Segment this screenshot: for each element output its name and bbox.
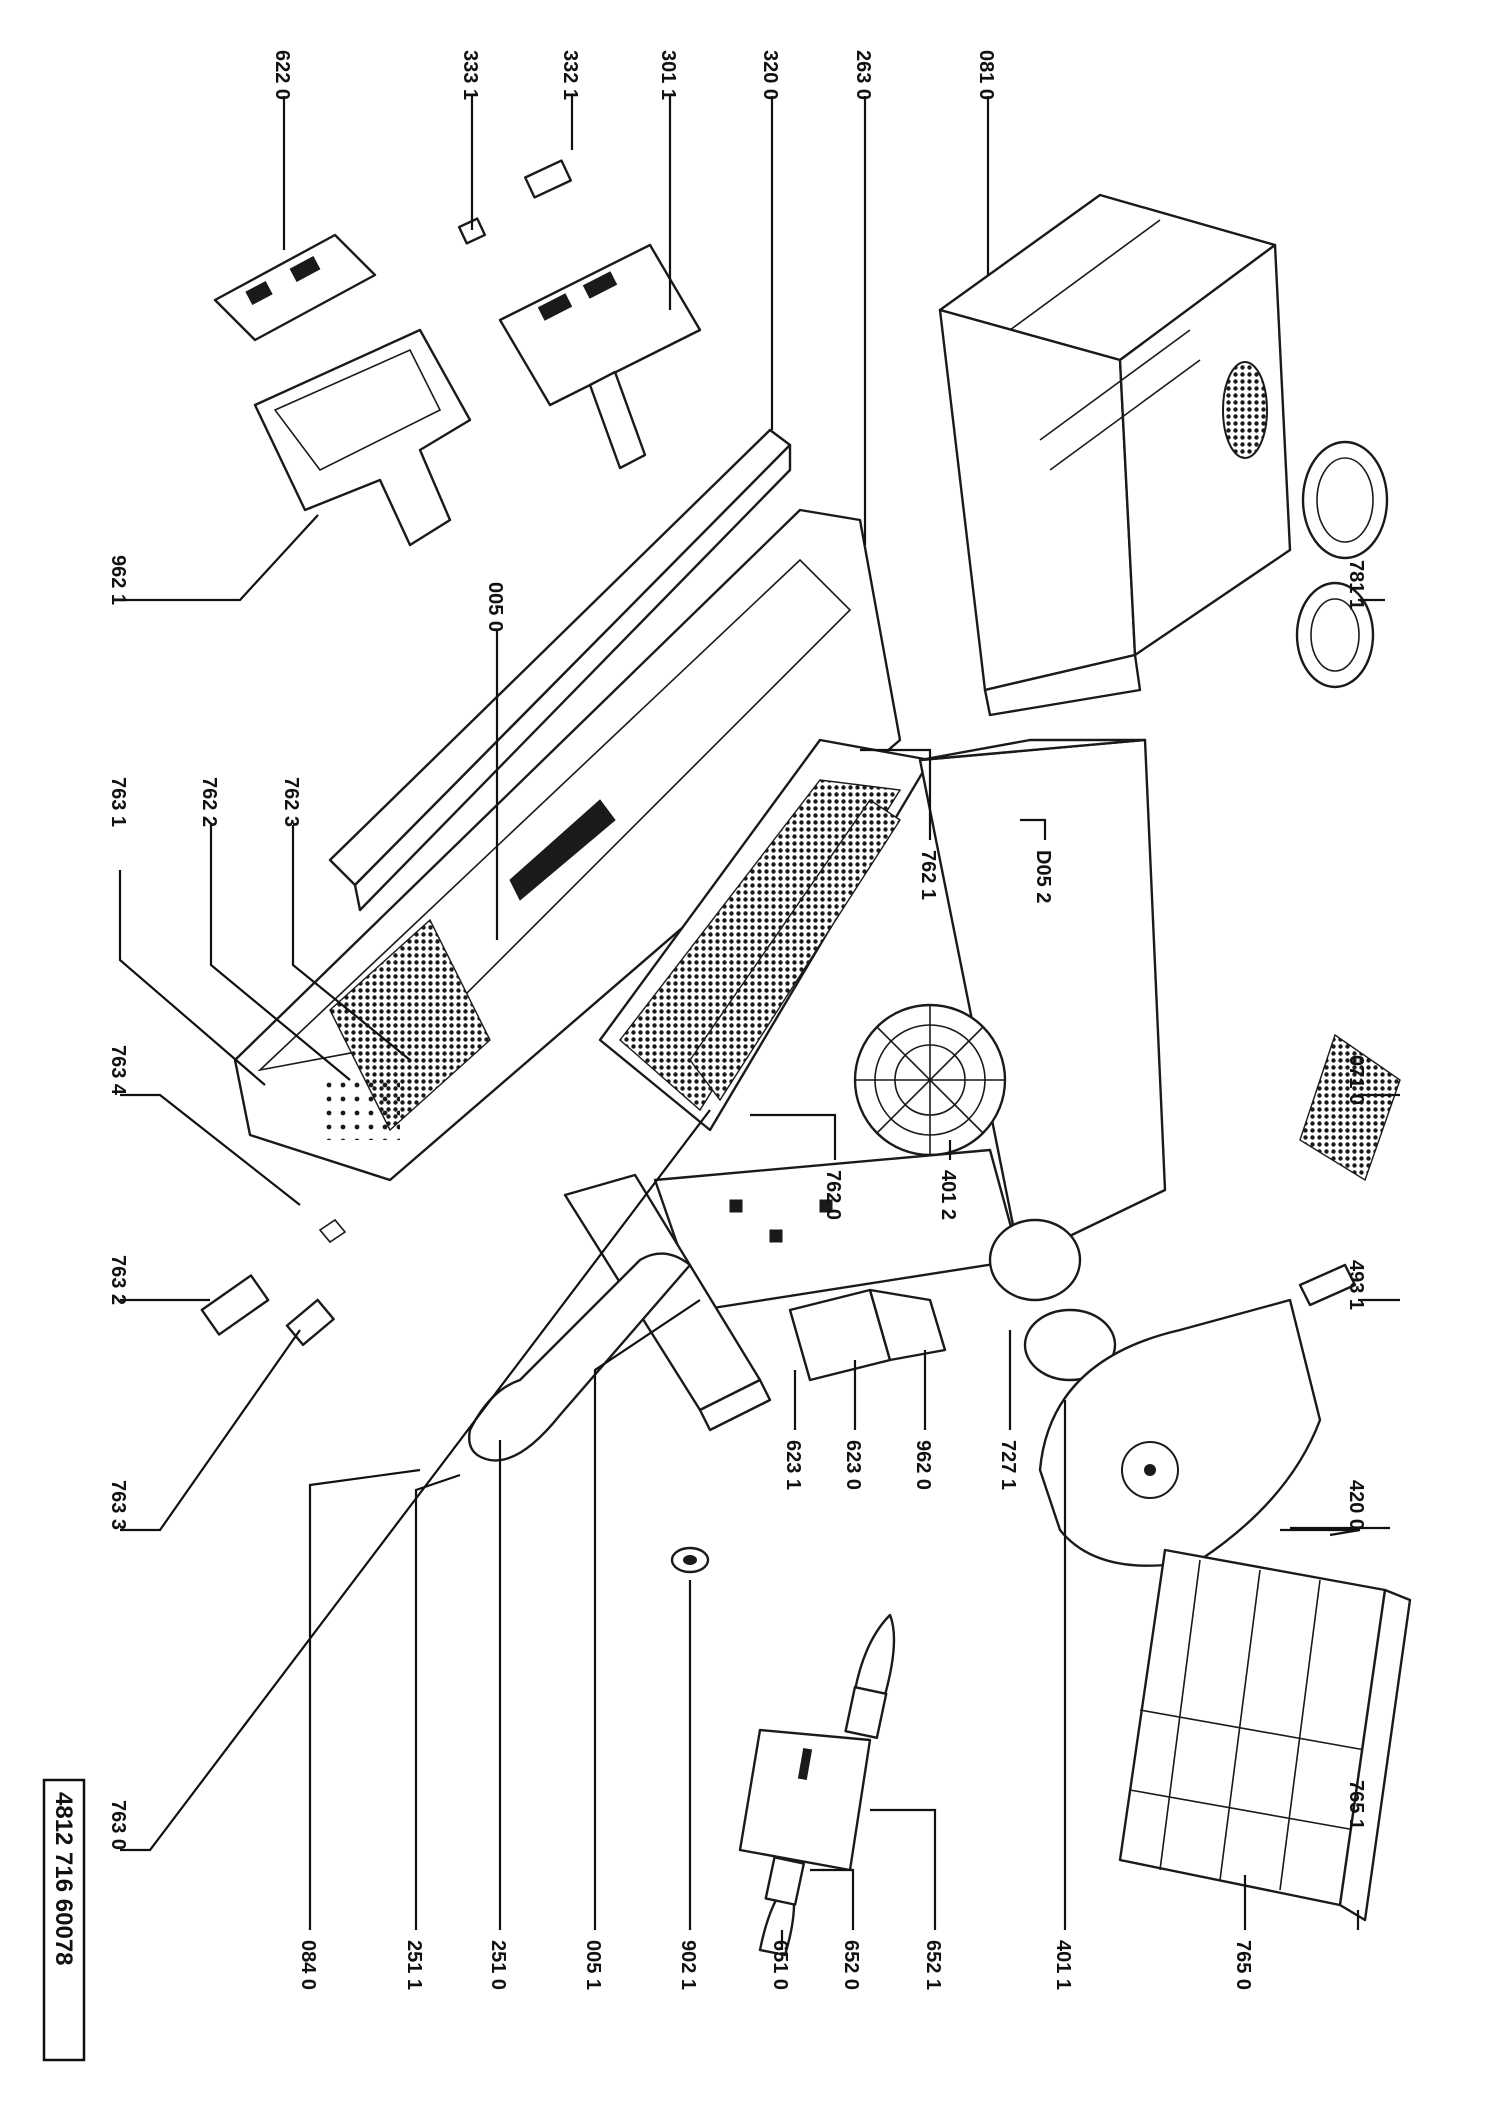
label-762-1: 762 1 — [917, 850, 939, 900]
document-number-box: 4812 716 60078 — [42, 1778, 86, 2062]
grille-plate-drawing — [1299, 1033, 1401, 1182]
hood-housing-drawing — [938, 193, 1292, 717]
label-652-1: 652 1 — [922, 1940, 944, 1990]
light-cover-drawing — [468, 1252, 692, 1462]
main-chassis-drawing — [233, 508, 902, 1182]
grease-filter-drawing — [598, 738, 932, 1132]
label-651-0: 651 0 — [769, 1940, 791, 1990]
label-763-1: 763 1 — [107, 777, 129, 827]
label-765-1: 765 1 — [1345, 1780, 1367, 1830]
label-902-1: 902 1 — [677, 1940, 699, 1990]
part-labels: 081 0 263 0 320 0 301 1 332 1 333 1 622 … — [107, 50, 1367, 1990]
front-bar-drawing — [328, 428, 792, 912]
label-623-0: 623 0 — [842, 1440, 864, 1490]
label-727-1: 727 1 — [997, 1440, 1019, 1490]
label-401-2: 401 2 — [937, 1170, 959, 1220]
lamp-holder-drawing — [738, 1728, 872, 1872]
label-D05-2: D05 2 — [1032, 850, 1054, 903]
label-005-1: 005 1 — [582, 1940, 604, 1990]
label-005-0: 005 0 — [484, 582, 506, 632]
switch-panel-drawing — [213, 233, 377, 342]
bracket-drawing — [1298, 1263, 1357, 1307]
label-763-0: 763 0 — [107, 1800, 129, 1850]
nut-drawing — [670, 1546, 710, 1574]
label-263-0: 263 0 — [852, 50, 874, 100]
label-420-0: 420 0 — [1345, 1480, 1367, 1530]
label-622-0: 622 0 — [271, 50, 293, 100]
label-763-3: 763 3 — [107, 1480, 129, 1530]
label-320-0: 320 0 — [759, 50, 781, 100]
label-762-2: 762 2 — [198, 777, 220, 827]
side-housing-drawing — [853, 738, 1167, 1262]
label-763-2: 763 2 — [107, 1255, 129, 1305]
control-panel-drawing — [498, 243, 702, 470]
label-962-0: 962 0 — [912, 1440, 934, 1490]
label-071-0: 071 0 — [1345, 1055, 1367, 1105]
label-652-0: 652 0 — [840, 1940, 862, 1990]
blower-housing-drawing — [1038, 1298, 1322, 1567]
motor-drawing — [988, 1218, 1117, 1382]
label-081-0: 081 0 — [975, 50, 997, 100]
label-962-1: 962 1 — [107, 555, 129, 605]
label-333-1: 333 1 — [459, 50, 481, 100]
bulb-drawing — [758, 1613, 896, 1957]
label-332-1: 332 1 — [559, 50, 581, 100]
label-781-1: 781 1 — [1345, 560, 1367, 610]
label-301-1: 301 1 — [657, 50, 679, 100]
document-number: 4812 716 60078 — [50, 1792, 77, 1966]
label-493-1: 493 1 — [1345, 1260, 1367, 1310]
leader-lines — [118, 96, 1400, 1950]
switch-block-drawing — [788, 1288, 947, 1382]
label-763-4: 763 4 — [107, 1045, 129, 1096]
label-084-0: 084 0 — [297, 1940, 319, 1990]
harness-frame-drawing — [253, 328, 472, 547]
small-clip-drawing — [200, 1218, 347, 1347]
label-623-1: 623 1 — [782, 1440, 804, 1490]
carbon-filter-drawing — [1118, 1548, 1412, 1922]
label-251-1: 251 1 — [403, 1940, 425, 1990]
label-251-0: 251 0 — [487, 1940, 509, 1990]
label-762-0: 762 0 — [822, 1170, 844, 1220]
label-762-3: 762 3 — [280, 777, 302, 827]
label-765-0: 765 0 — [1232, 1940, 1254, 1990]
duct-ring-drawing — [1295, 440, 1389, 689]
label-401-1: 401 1 — [1052, 1940, 1074, 1990]
knob-drawing — [457, 159, 572, 245]
